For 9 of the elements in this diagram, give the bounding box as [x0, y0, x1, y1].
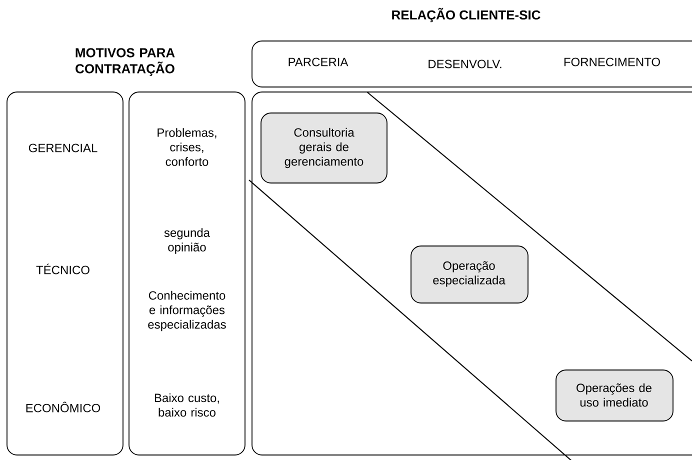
category-box: Operação especializada — [410, 246, 528, 304]
matrix-panel — [252, 92, 692, 456]
heading: MOTIVOS PARA CONTRATAÇÃO — [76, 48, 175, 76]
category-column: GERENCIAL TÉCNICO ECONÔMICO — [6, 92, 124, 456]
category-box: Consultoria gerais de gerenciamento — [260, 112, 388, 184]
heading: RELAÇÃO CLIENTE-SIC — [392, 8, 540, 22]
header-band: PARCERIA DESENVOLV. FORNECIMENTO — [252, 40, 692, 88]
category-box: Operações de uso imediato — [556, 370, 674, 422]
category-column: Problemas, crises, conforto segunda opinião Conhecimento e informações especializadas Baixo custo, baixo risco — [128, 92, 246, 456]
